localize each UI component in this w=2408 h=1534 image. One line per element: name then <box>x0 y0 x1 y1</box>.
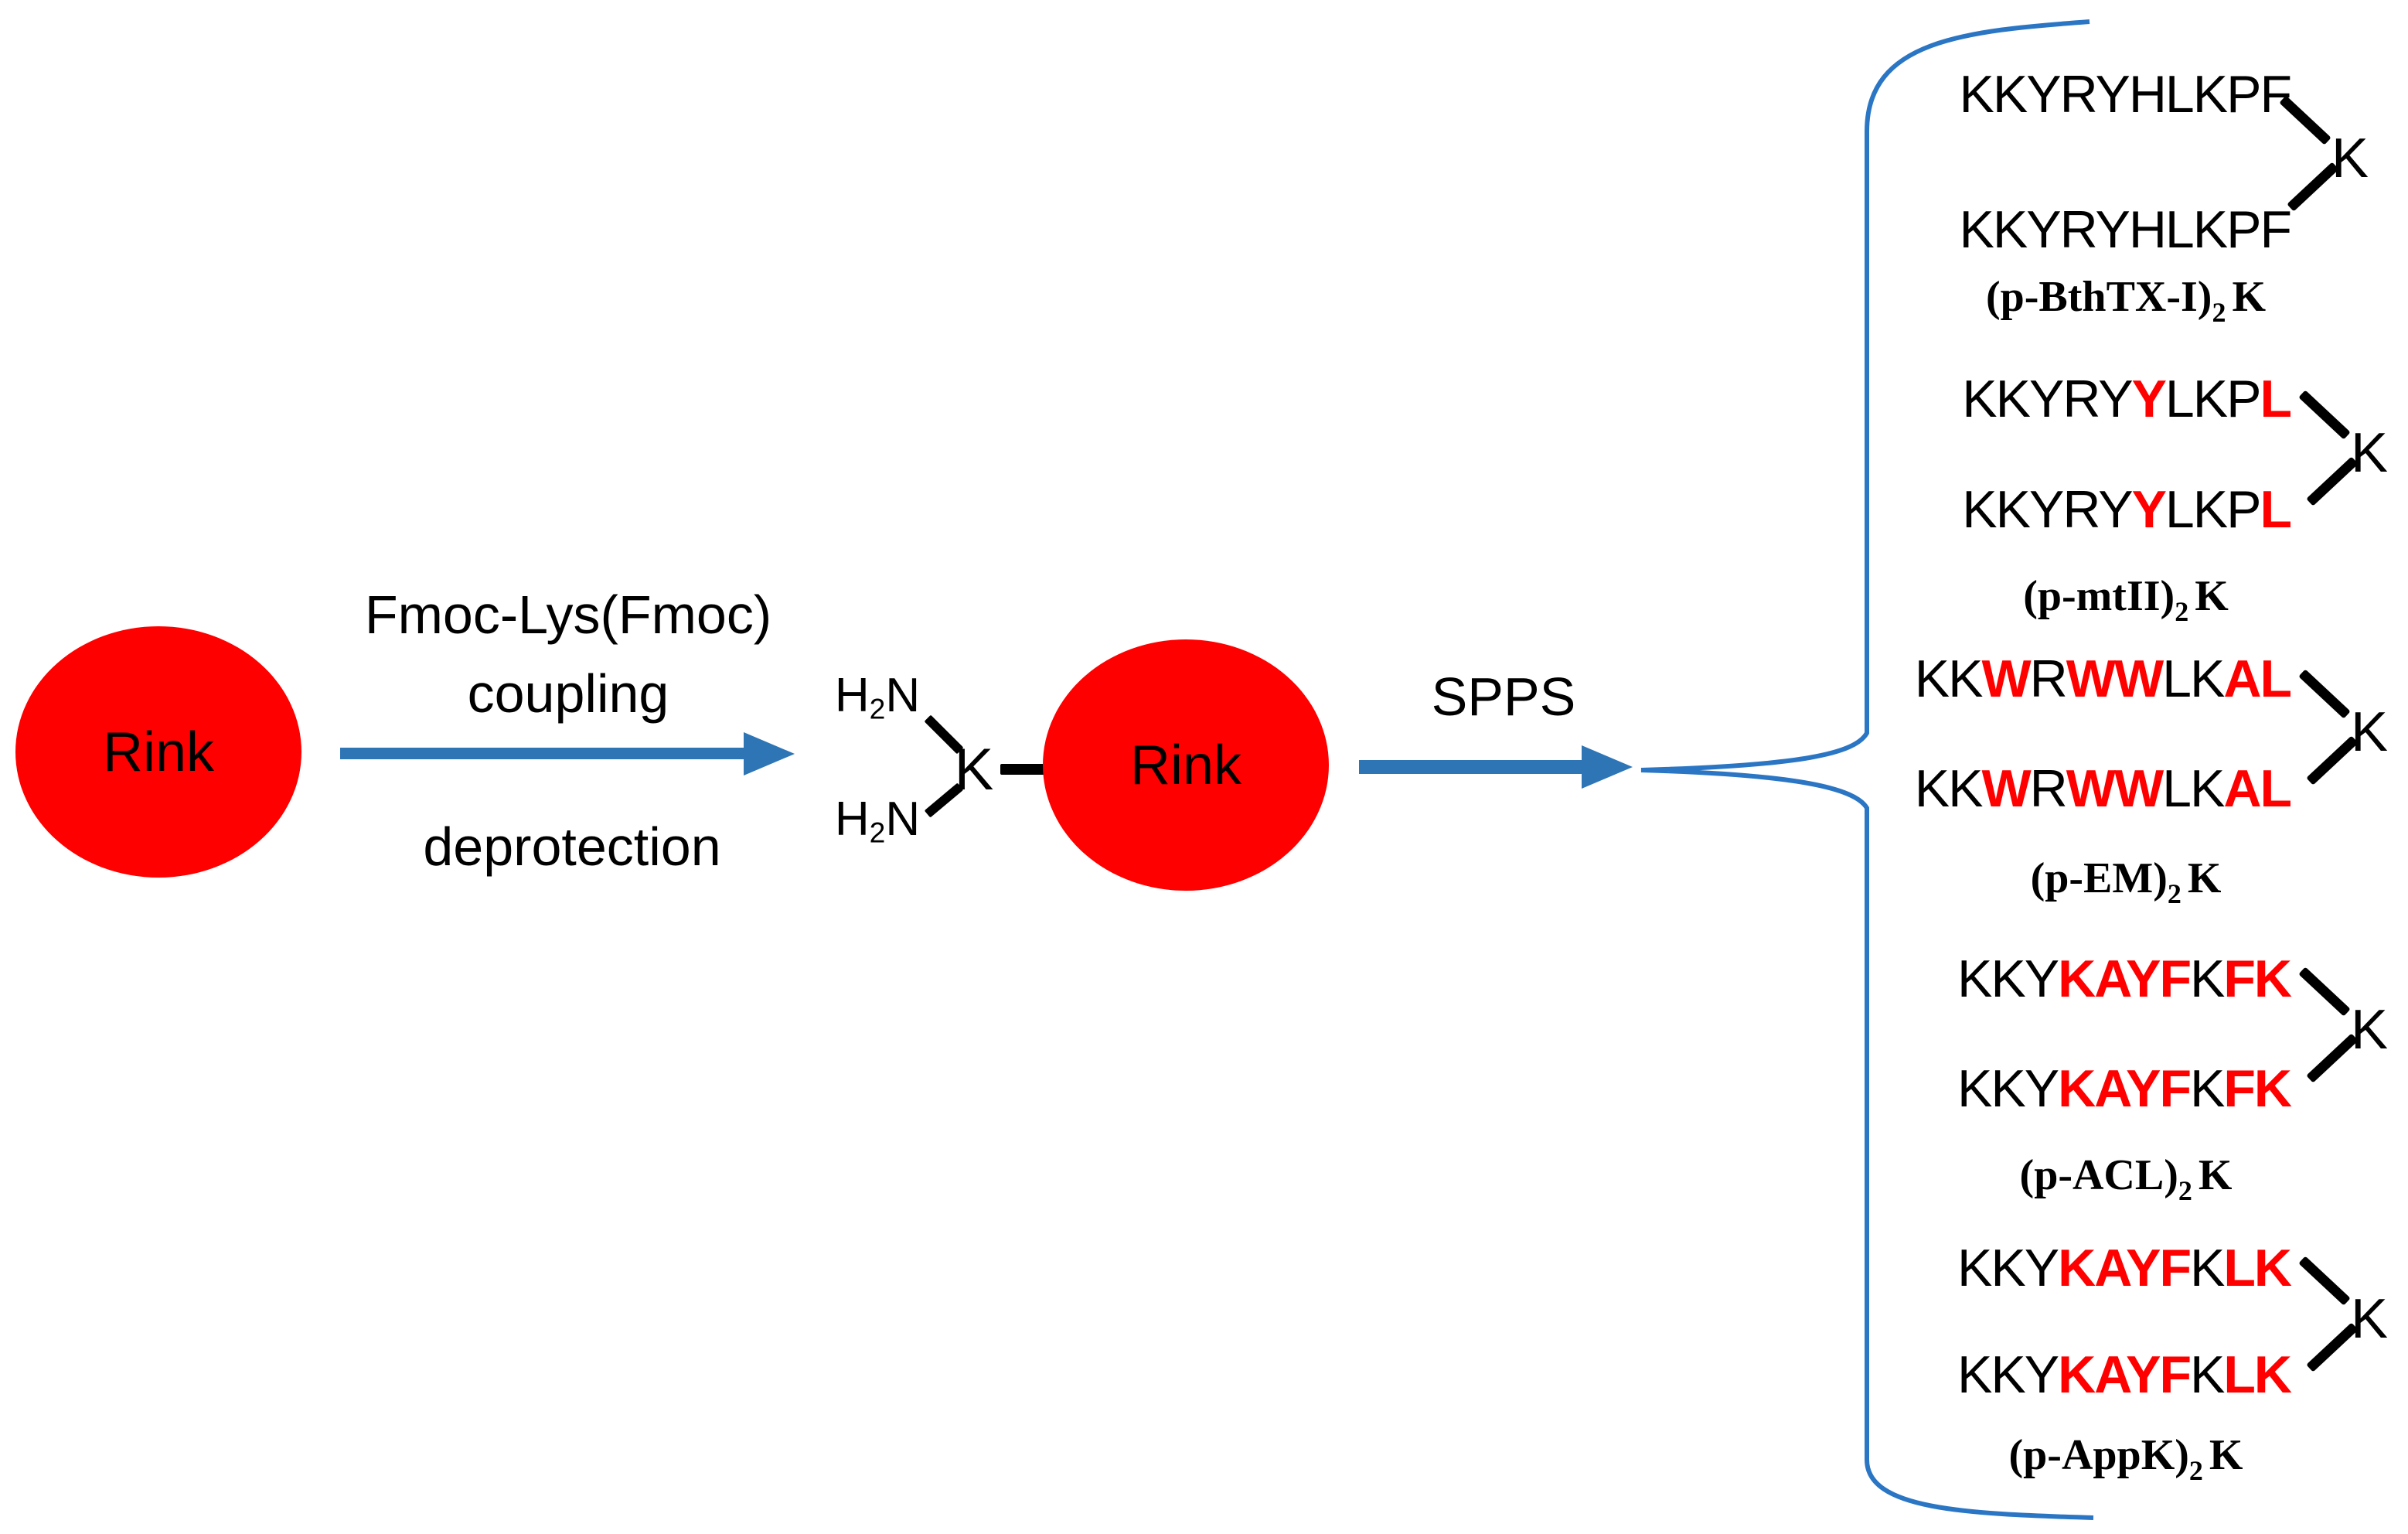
product-name-subscript: 2 <box>2178 1175 2192 1206</box>
resin-label: Rink <box>1129 734 1242 796</box>
product-name-subscript: 2 <box>2175 596 2189 627</box>
product-name-prefix: (p-ACL) <box>2019 1151 2178 1199</box>
residue-highlighted: LK <box>2223 1239 2292 1297</box>
step1-arrow-body <box>340 748 745 759</box>
amine-bottom-label: H2N <box>804 793 951 859</box>
residue-highlighted: L <box>2260 370 2292 428</box>
product-name-suffix: K <box>2209 1431 2243 1479</box>
product-name-subscript: 2 <box>2212 297 2226 328</box>
residue-highlighted: W <box>1981 759 2031 818</box>
peptide-line: KKYRYHLKPF <box>1959 200 2292 259</box>
residue: R <box>2029 759 2068 818</box>
step1-deprotection-text: deprotection <box>423 816 721 877</box>
spps-arrow-head <box>1582 745 1633 789</box>
residue: KKY <box>1957 1059 2059 1118</box>
product-name-suffix: K <box>2195 572 2229 620</box>
peptide-line: KKYKAYFKFK <box>1957 1059 2292 1118</box>
amine-top-label: H2N <box>804 669 951 735</box>
residue-highlighted: WW <box>2066 649 2164 708</box>
amine-bottom-sub: 2 <box>869 816 886 849</box>
residue: K <box>2189 1239 2225 1297</box>
lysine-core-label: K <box>954 737 994 803</box>
residue-highlighted: WW <box>2066 759 2164 818</box>
residue: KKYRYHLKPF <box>1959 65 2292 124</box>
peptide-line: KKYRYHLKPF <box>1959 65 2292 124</box>
residue: K <box>2189 949 2225 1008</box>
peptide-line: KKWRWWLKAL <box>1915 653 2292 705</box>
peptide-line: KKYKAYFKLK <box>1957 1345 2292 1404</box>
residue-highlighted: FK <box>2223 1059 2292 1118</box>
residue: KKYRY <box>1962 370 2133 428</box>
amine-bottom-n: N <box>885 793 921 846</box>
product-name-suffix: K <box>2198 1151 2233 1199</box>
residue-highlighted: KAYF <box>2058 949 2192 1008</box>
residue-highlighted: Y <box>2131 480 2167 539</box>
product-name-prefix: (p-BthTX-I) <box>1985 273 2212 321</box>
branch-bond-upper <box>2298 390 2351 440</box>
residue-highlighted: KAYF <box>2058 1059 2192 1118</box>
residue: KKY <box>1957 1239 2059 1297</box>
product-name-prefix: (p-AppK) <box>2008 1431 2189 1479</box>
residue: KKYRYHLKPF <box>1959 200 2292 259</box>
step1-arrow-head <box>744 732 795 776</box>
residue-highlighted: L <box>2260 480 2292 539</box>
product-name-suffix: K <box>2232 273 2267 321</box>
rink-resin-bead-intermediate: Rink <box>1043 639 1329 891</box>
amine-top-sub: 2 <box>869 692 886 725</box>
amine-bottom-h: H <box>834 793 870 846</box>
step1-reagent-text: Fmoc-Lys(Fmoc) <box>364 585 772 645</box>
spps-arrow-body <box>1359 760 1585 774</box>
branch-bond-upper <box>2298 669 2351 719</box>
residue: K <box>2189 1059 2225 1118</box>
residue: LKP <box>2164 480 2262 539</box>
amine-top-h: H <box>834 669 870 722</box>
residue-highlighted: W <box>1981 649 2031 708</box>
branch-lysine: K <box>2350 1288 2389 1350</box>
product-name-subscript: 2 <box>2167 878 2182 909</box>
residue-highlighted: KAYF <box>2058 1345 2192 1404</box>
product-name-subscript: 2 <box>2188 1455 2203 1486</box>
residue: LKP <box>2164 370 2262 428</box>
residue-highlighted: KAYF <box>2058 1239 2192 1297</box>
branch-lysine: K <box>2350 999 2389 1061</box>
residue: KKYRY <box>1962 480 2133 539</box>
residue-highlighted: AL <box>2223 649 2292 708</box>
residue: KKY <box>1957 949 2059 1008</box>
peptide-line: KKYKAYFKLK <box>1957 1239 2292 1297</box>
spps-label: SPPS <box>1431 666 1576 727</box>
branch-lysine: K <box>2331 128 2369 189</box>
peptide-line: KKWRWWLKAL <box>1914 759 2292 818</box>
bond-core-resin <box>1000 764 1053 775</box>
step1-coupling-text: coupling <box>467 663 669 724</box>
residue: KK <box>1914 759 1984 818</box>
branch-lysine: K <box>2350 701 2389 763</box>
product-name-prefix: (p-mtII) <box>2023 572 2175 620</box>
residue-highlighted: AL <box>2223 759 2292 818</box>
residue: LK <box>2162 649 2225 708</box>
branch-bond-upper <box>2298 1256 2351 1306</box>
residue-highlighted: FK <box>2223 949 2292 1008</box>
rink-resin-bead-start: Rink <box>15 626 301 878</box>
residue-highlighted: LK <box>2223 1345 2292 1404</box>
peptide-line: KKYRYYLKPL <box>1962 480 2292 539</box>
branch-lysine: K <box>2350 422 2389 484</box>
peptide-line: KKYRYYLKPL <box>1962 370 2292 428</box>
peptide-line: KKYKAYFKFK <box>1957 953 2292 1005</box>
residue: KK <box>1914 649 1984 708</box>
residue-highlighted: Y <box>2131 370 2167 428</box>
resin-label: Rink <box>102 721 215 783</box>
amine-top-n: N <box>885 669 921 722</box>
product-name-suffix: K <box>2187 854 2222 902</box>
residue: LK <box>2162 759 2225 818</box>
residue: R <box>2029 649 2068 708</box>
residue: K <box>2189 1345 2225 1404</box>
branch-bond-upper <box>2298 966 2351 1017</box>
residue: KKY <box>1957 1345 2059 1404</box>
product-name-prefix: (p-EM) <box>2030 854 2168 902</box>
